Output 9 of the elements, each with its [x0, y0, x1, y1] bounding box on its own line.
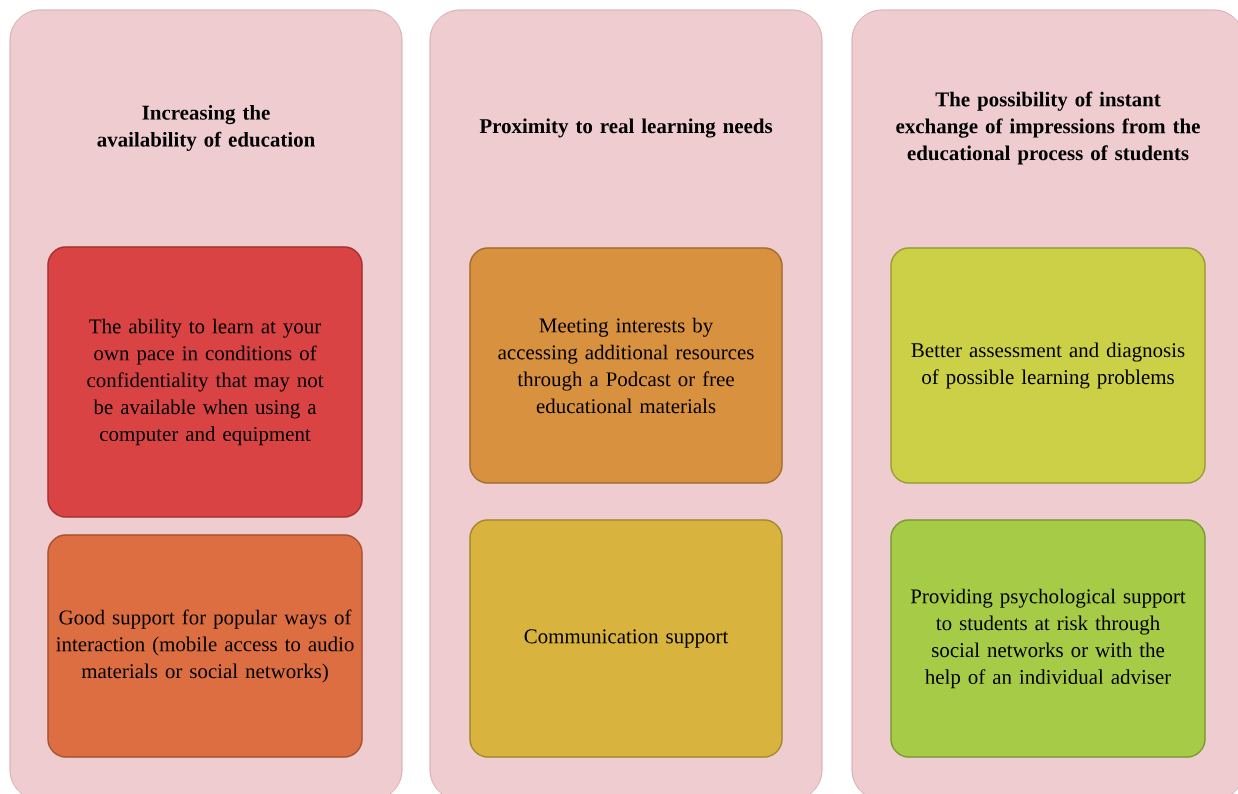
- content-box: Providing psychological support to students at risk through social networks or with the help of an individual adviser: [890, 519, 1206, 758]
- content-box: Communication support: [469, 519, 783, 758]
- content-box: Good support for popular ways of interaction (mobile access to audio materials or social networks): [47, 534, 363, 758]
- content-box: Meeting interests by accessing additional resources through a Podcast or free educational materials: [469, 247, 783, 484]
- content-box: The ability to learn at your own pace in conditions of confidentiality that may not be available when using a computer and equipment: [47, 246, 363, 518]
- content-box: Better assessment and diagnosis of possible learning problems: [890, 247, 1206, 484]
- heading: Proximity to real learning needs: [479, 118, 773, 138]
- heading: The possibility of instant exchange of impressions from the educational process of students: [896, 91, 1200, 165]
- heading: Increasing the availability of education: [97, 105, 315, 151]
